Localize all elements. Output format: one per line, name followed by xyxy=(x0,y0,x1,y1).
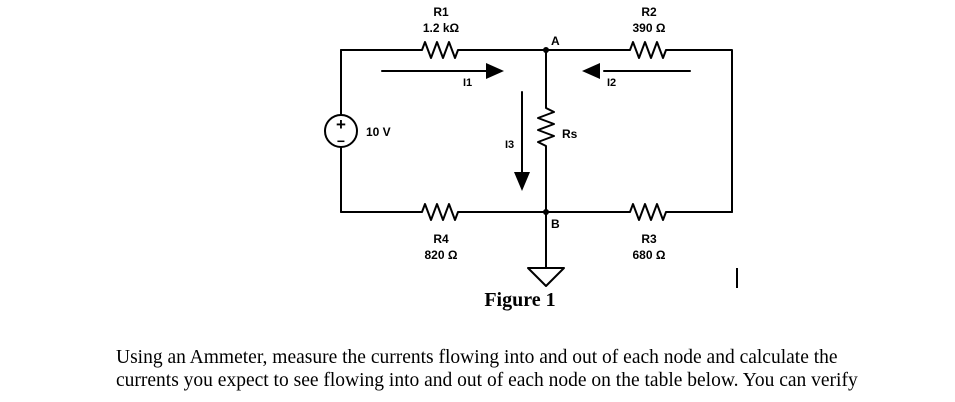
i1-label: I1 xyxy=(463,77,472,89)
text-cursor xyxy=(736,268,738,288)
top-left-wire xyxy=(340,41,547,59)
r3-value: 680 Ω xyxy=(633,248,666,262)
node-b-dot xyxy=(543,209,549,215)
paragraph-line-2: currents you expect to see flowing into … xyxy=(116,370,858,391)
r4-name: R4 xyxy=(433,232,449,246)
node-b-label: B xyxy=(551,217,560,231)
i2-arrow-head xyxy=(582,63,600,79)
ground-symbol xyxy=(527,267,565,287)
i2-label: I2 xyxy=(607,77,616,89)
r2-value: 390 Ω xyxy=(633,21,666,35)
i3-label: I3 xyxy=(505,139,514,151)
i1-arrow-head xyxy=(486,63,504,79)
circuit-diagram: + − 10 V R1 1.2 kΩ R2 390 Ω R4 820 Ω R3 … xyxy=(324,5,733,287)
source-voltage-label: 10 V xyxy=(366,125,391,139)
r2-name: R2 xyxy=(641,5,657,19)
node-a-label: A xyxy=(551,34,560,48)
instruction-paragraph: Using an Ammeter, measure the currents f… xyxy=(116,346,946,392)
voltage-source xyxy=(324,114,358,148)
r3-name: R3 xyxy=(641,232,657,246)
bottom-right-wire xyxy=(545,203,733,221)
top-right-wire xyxy=(545,41,733,213)
source-minus: − xyxy=(337,133,345,149)
node-a-dot xyxy=(543,47,549,53)
r4-value: 820 Ω xyxy=(425,248,458,262)
r1-name: R1 xyxy=(433,5,449,19)
r1-value: 1.2 kΩ xyxy=(423,21,460,35)
middle-branch-wire xyxy=(537,49,555,269)
i3-arrow-head xyxy=(514,172,530,191)
paragraph-line-1: Using an Ammeter, measure the currents f… xyxy=(116,347,838,368)
rs-name: Rs xyxy=(562,127,578,141)
figure-caption: Figure 1 xyxy=(484,289,556,311)
source-plus: + xyxy=(336,115,346,134)
bottom-left-wire xyxy=(340,203,547,221)
